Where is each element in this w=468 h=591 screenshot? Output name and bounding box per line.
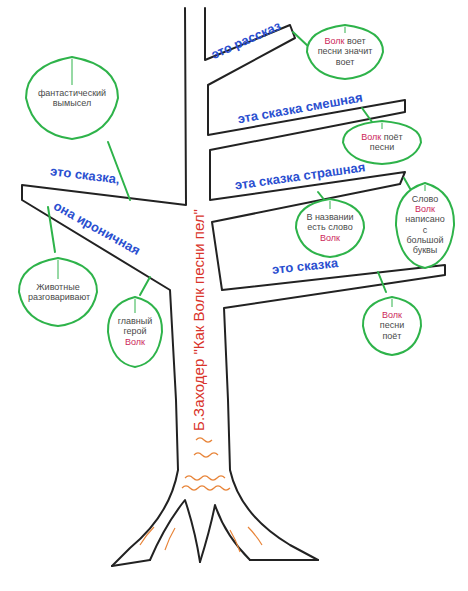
branch-label: это сказка, — [50, 164, 121, 185]
root — [250, 559, 318, 561]
leaf-text: фантастический вымысел — [37, 88, 107, 109]
bark-scribble — [185, 476, 225, 480]
leaf-text: Волк воет песни значит воет — [316, 36, 374, 67]
leaf-outline — [343, 121, 421, 164]
leaf-outline — [19, 258, 97, 326]
leaf-text: Волк поёт песни — [352, 132, 412, 153]
leaf-stem — [362, 108, 372, 122]
leaf-node: главный герой Волк — [106, 295, 164, 369]
leaf-outline — [296, 199, 364, 257]
leaf-node: В названии есть слово Волк — [294, 197, 366, 259]
leaf-vein — [425, 185, 426, 191]
leaf-vein — [392, 299, 393, 307]
bark-scribble — [182, 486, 230, 490]
root — [200, 505, 250, 562]
branch-label: это сказка — [271, 256, 338, 276]
leaf-vein — [72, 59, 73, 85]
leaf-text: Волк песни поёт — [370, 310, 414, 341]
leaf-vein — [382, 123, 383, 129]
bark-scribble — [140, 527, 262, 552]
leaf-stem — [140, 277, 150, 295]
leaf-outline — [26, 57, 118, 139]
leaf-text: главный герой Волк — [114, 316, 156, 347]
leaf-node: Слово Волк написано с большой буквы — [394, 181, 456, 270]
leaf-outline — [108, 297, 162, 367]
branch-label: эта сказка смешная — [236, 91, 363, 126]
trunk-left-outline — [22, 8, 186, 566]
leaf-vein — [345, 27, 346, 33]
leaf-text: Животные разговаривают — [28, 282, 88, 303]
leaf-node: Волк поёт песни — [341, 119, 423, 166]
leaf-outline — [363, 297, 421, 355]
leaf-vein — [135, 299, 136, 313]
leaf-vein — [58, 260, 59, 279]
leaf-vein — [330, 201, 331, 209]
leaf-stem — [48, 207, 55, 252]
leaf-node: Волк песни поёт — [361, 295, 423, 357]
leaf-node: фантастический вымысел — [24, 55, 120, 141]
book-title: Б.Заходер "Как Волк песни пел" — [191, 209, 206, 431]
leaf-stem — [378, 272, 386, 292]
root — [150, 500, 200, 562]
leaf-node: Животные разговаривают — [17, 256, 99, 328]
leaf-outline — [307, 25, 383, 79]
leaf-node: Волк воет песни значит воет — [305, 23, 385, 81]
leaf-text: Слово Волк написано с большой буквы — [403, 194, 447, 256]
root — [112, 560, 150, 566]
trunk-right-outline — [205, 8, 445, 560]
branch-label: это рассказ — [209, 19, 283, 61]
bark-scribble — [194, 438, 218, 457]
leaf-text: В названии есть слово Волк — [304, 212, 356, 243]
leaf-outline — [396, 183, 454, 268]
branch-label: она ироничная — [52, 199, 143, 257]
